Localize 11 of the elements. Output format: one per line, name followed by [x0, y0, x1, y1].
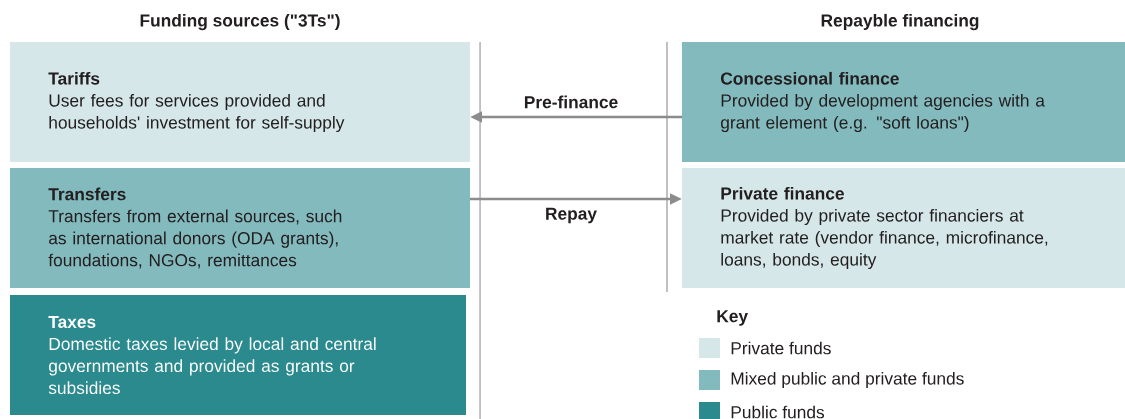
- info-box: Concessional finance Provided by development agencies with a grant element (e.g. "soft loans"): [682, 42, 1125, 162]
- edge-label: Repay: [546, 207, 597, 224]
- info-box: Transfers Transfers from external sources, such as international donors (ODA grants), foundations, NGOs, remittances: [10, 168, 470, 288]
- info-box: Tariffs User fees for services provided and households' investment for self-supply: [10, 42, 470, 162]
- legend-title: Key: [717, 310, 748, 326]
- info-box: Private finance Provided by private sector financiers at market rate (vendor finance, microfinance, loans, bonds, equity: [682, 168, 1125, 288]
- edge-label: Pre-finance: [524, 95, 618, 109]
- legend-label: Mixed public and private funds: [731, 371, 964, 389]
- info-box: Taxes Domestic taxes levied by local and central governments and provided as grants or subsidies: [10, 295, 466, 415]
- legend-label: Public funds: [731, 405, 825, 419]
- legend-label: Private funds: [731, 341, 831, 355]
